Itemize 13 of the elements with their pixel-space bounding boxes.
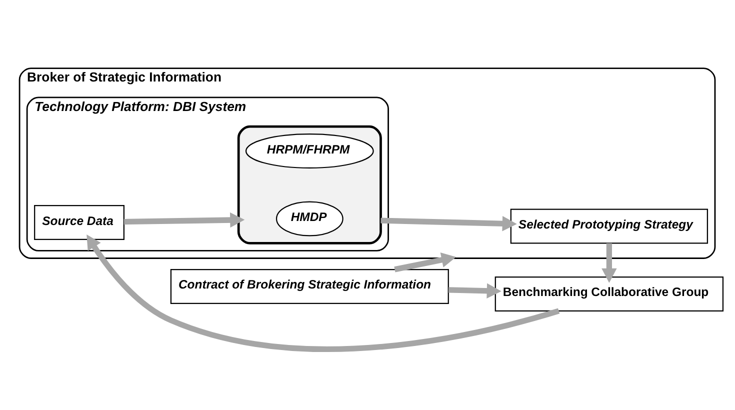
node-box: Benchmarking Collaborative Group: [494, 276, 724, 312]
node-box: Source Data: [34, 205, 124, 240]
arrow: [380, 216, 517, 232]
node-box: Contract of Brokering Strategic Information: [170, 268, 449, 304]
arrow: [448, 283, 502, 299]
node-box: Selected Prototyping Strategy: [510, 208, 708, 244]
arrow: [602, 243, 617, 283]
arrow: [394, 252, 456, 272]
arrow: [124, 212, 245, 228]
node-ellipse: HMDP: [276, 201, 344, 236]
node-ellipse: HRPM/FHRPM: [245, 134, 374, 169]
cluster: [237, 125, 382, 244]
arrow: [86, 234, 560, 352]
